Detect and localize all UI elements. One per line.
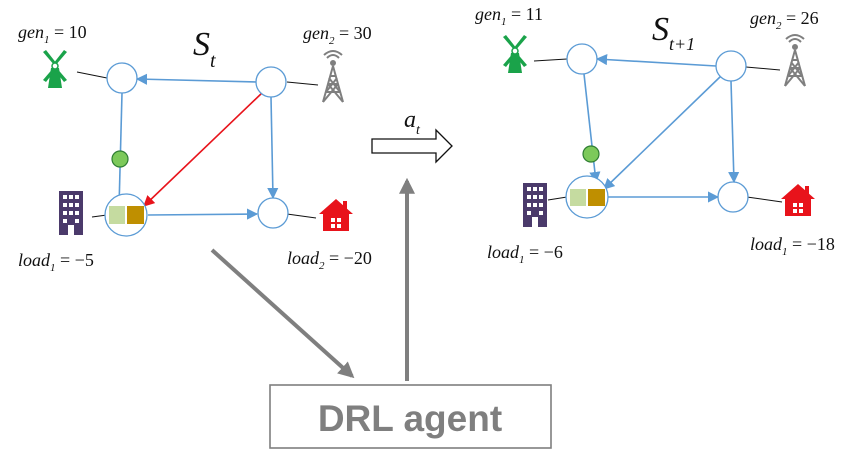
drl-agent-box	[269, 384, 552, 449]
right-load2-label: load1 = −18	[750, 234, 835, 258]
right-house-icon	[781, 184, 815, 216]
drl-agent-label: DRL agent	[318, 398, 502, 439]
left-edge-bottom	[147, 208, 259, 220]
left-ev-node	[111, 150, 129, 168]
action-hollow-arrow	[371, 128, 453, 164]
right-node-top-left	[566, 43, 598, 75]
left-battery-dark	[127, 206, 144, 224]
right-node-top-right	[715, 50, 747, 82]
left-state: St gen1 = 10 gen2 = 30 load1 = −5 load2 …	[18, 22, 372, 274]
right-load1-label: load1 = −6	[487, 242, 563, 266]
left-node-top-right	[255, 66, 287, 98]
right-edge-top	[595, 54, 717, 67]
agent-group: DRL agent	[210, 177, 552, 449]
left-gen2-connector	[286, 81, 319, 86]
right-gen2-connector	[745, 66, 781, 71]
action-arrow-group: at	[371, 107, 453, 164]
right-state-title: St+1	[652, 11, 695, 54]
right-edge-right	[728, 80, 740, 184]
left-node-bottom-left	[104, 193, 148, 237]
left-building-icon	[59, 191, 83, 235]
right-load2-connector	[746, 196, 783, 203]
left-house-icon	[319, 199, 353, 231]
left-edge-right	[267, 96, 279, 200]
right-wind-turbine-icon	[502, 34, 528, 74]
left-edge-top	[135, 73, 258, 85]
right-transmission-tower-icon	[784, 34, 806, 87]
left-node-top-left	[106, 62, 138, 94]
left-gen2-label: gen2 = 30	[303, 23, 372, 47]
left-gen1-connector	[76, 71, 108, 79]
right-battery-dark	[588, 189, 605, 206]
right-gen1-connector	[533, 58, 568, 62]
state-to-agent-arrow	[210, 248, 355, 379]
left-load2-label: load2 = −20	[287, 248, 372, 272]
right-gen2-label: gen2 = 26	[750, 8, 819, 32]
left-node-bottom-right	[257, 197, 289, 229]
left-load2-connector	[286, 213, 317, 219]
right-load1-connector	[547, 196, 568, 201]
left-load1-label: load1 = −5	[18, 250, 94, 274]
right-battery-light	[570, 189, 586, 206]
right-node-bottom-right	[717, 181, 749, 213]
left-wind-turbine-icon	[42, 49, 68, 89]
left-gen1-label: gen1 = 10	[18, 22, 87, 46]
right-ev-node	[582, 145, 600, 163]
action-label: at	[404, 107, 421, 138]
right-edge-left	[583, 73, 601, 184]
right-gen1-label: gen1 = 11	[475, 4, 543, 28]
left-battery-light	[109, 206, 125, 224]
left-transmission-tower-icon	[322, 50, 344, 103]
right-state: St+1 gen1 = 11 gen2 = 26 load1 = −6 load…	[475, 4, 835, 266]
right-node-bottom-left	[565, 175, 609, 219]
right-edge-diagonal	[603, 75, 722, 190]
left-state-title: St	[193, 26, 216, 72]
right-building-icon	[523, 183, 547, 227]
left-edge-red-diagonal	[143, 91, 264, 207]
